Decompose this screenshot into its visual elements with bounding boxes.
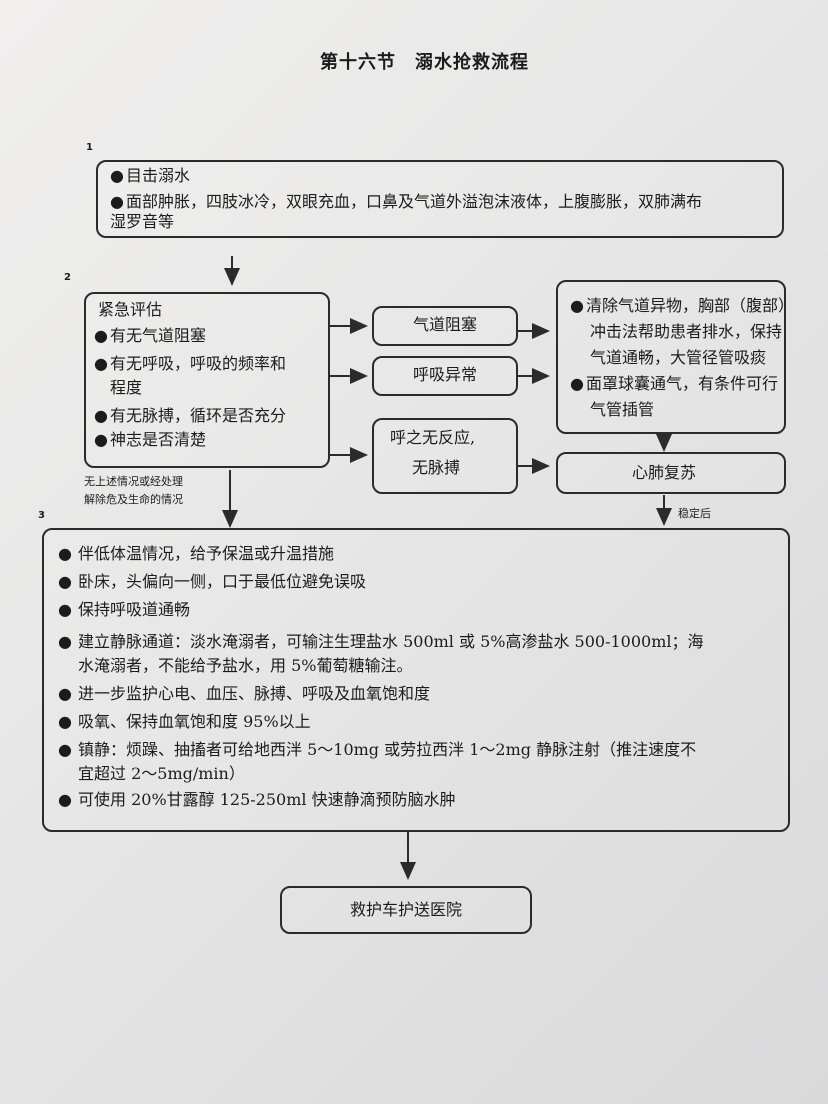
box1-line-2: 面部肿胀，四肢冰冷，双眼充血，口鼻及气道外溢泡沫液体，上腹膨胀，双肺满布	[110, 190, 702, 214]
cpr-label: 心肺复苏	[632, 463, 697, 482]
assessment-line-1: 有无气道阻塞	[94, 324, 206, 348]
stable-label: 稳定后	[678, 507, 711, 520]
treat-line-2: 冲击法帮助患者排水，保持	[590, 322, 783, 341]
care-item-7-cont: 宜超过 2～5mg/min）	[78, 764, 245, 783]
box1-line-3: 湿罗音等	[110, 212, 175, 231]
breath-abnormal-label: 呼吸异常	[413, 365, 478, 384]
no-response-box	[372, 418, 518, 494]
ambulance-transfer-label: 救护车护送医院	[350, 900, 463, 919]
treat-line-1: 清除气道异物，胸部（腹部）	[570, 294, 794, 318]
care-item-4: ●建立静脉通道：淡水淹溺者，可输注生理盐水 500ml 或 5%高渗盐水 500…	[58, 632, 704, 651]
care-item-3: ●保持呼吸道通畅	[58, 600, 191, 619]
cpr-box	[556, 452, 786, 494]
step-number-1: 1	[86, 142, 93, 153]
assessment-line-2: 有无呼吸，呼吸的频率和	[94, 352, 286, 376]
breath-abnormal-box	[372, 356, 518, 396]
care-measures-box	[42, 528, 790, 832]
step-number-3: 3	[38, 510, 45, 521]
no-response-line-2: 无脉搏	[412, 458, 461, 477]
treat-line-5: 气管插管	[590, 400, 655, 419]
no-condition-label-2: 解除危及生命的情况	[84, 493, 183, 506]
airway-block-box	[372, 306, 518, 346]
care-item-4-cont: 水淹溺者，不能给予盐水，用 5%葡萄糖输注。	[78, 656, 413, 675]
no-response-line-1: 呼之无反应,	[390, 428, 476, 447]
ambulance-transfer-box	[280, 886, 532, 934]
assessment-line-3: 程度	[110, 378, 143, 397]
step-number-2: 2	[64, 272, 71, 283]
care-item-5: ●进一步监护心电、血压、脉搏、呼吸及血氧饱和度	[58, 684, 431, 703]
care-item-6: ●吸氧、保持血氧饱和度 95%以上	[58, 712, 311, 731]
treat-line-3: 气道通畅，大管径管吸痰	[590, 348, 767, 367]
page-title: 第十六节 溺水抢救流程	[320, 52, 529, 73]
assessment-heading: 紧急评估	[98, 300, 163, 319]
care-item-8: ●可使用 20%甘露醇 125-250ml 快速静滴预防脑水肿	[58, 790, 456, 809]
care-item-7: ●镇静：烦躁、抽搐者可给地西泮 5～10mg 或劳拉西泮 1～2mg 静脉注射（…	[58, 740, 697, 759]
care-item-2: ●卧床，头偏向一侧，口于最低位避免误吸	[58, 572, 367, 591]
assessment-line-5: 神志是否清楚	[94, 428, 206, 452]
no-condition-label-1: 无上述情况或经处理	[84, 475, 183, 488]
assessment-line-4: 有无脉搏，循环是否充分	[94, 404, 286, 428]
airway-block-label: 气道阻塞	[413, 315, 478, 334]
treat-line-4: 面罩球囊通气，有条件可行	[570, 372, 778, 396]
care-item-1: ●伴低体温情况，给予保温或升温措施	[58, 544, 335, 563]
box1-line-1: 目击溺水	[110, 164, 190, 188]
